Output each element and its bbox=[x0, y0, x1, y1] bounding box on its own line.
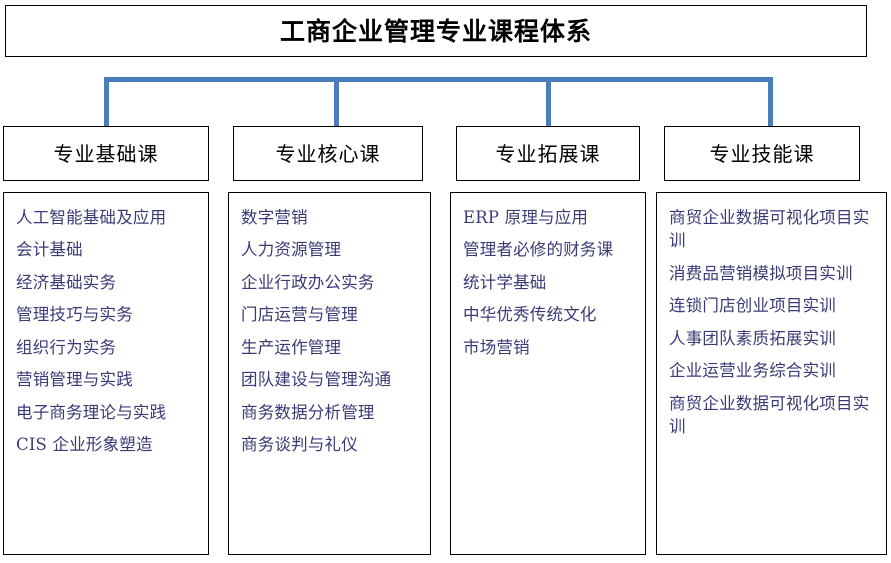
course-item: 商贸企业数据可视化项目实训 bbox=[669, 208, 870, 251]
course-list-4: 商贸企业数据可视化项目实训消费品营销模拟项目实训连锁门店创业项目实训人事团队素质… bbox=[656, 192, 887, 555]
course-item: 市场营销 bbox=[463, 337, 530, 357]
course-item: 商务谈判与礼仪 bbox=[241, 434, 358, 454]
connector-drop-3 bbox=[546, 77, 551, 127]
course-item: 消费品营销模拟项目实训 bbox=[669, 263, 853, 283]
course-list-3: ERP 原理与应用管理者必修的财务课统计学基础中华优秀传统文化市场营销 bbox=[450, 192, 646, 555]
category-header-1[interactable]: 专业基础课 bbox=[3, 126, 209, 181]
course-item: 中华优秀传统文化 bbox=[463, 305, 597, 325]
course-item: 商贸企业数据可视化项目实训 bbox=[669, 393, 870, 436]
course-item: CIS 企业形象塑造 bbox=[16, 434, 153, 454]
course-item: 电子商务理论与实践 bbox=[16, 402, 167, 422]
category-header-4[interactable]: 专业技能课 bbox=[664, 126, 860, 181]
connector-horizontal-spine bbox=[104, 77, 773, 82]
course-item: 人事团队素质拓展实训 bbox=[669, 328, 836, 348]
category-header-label: 专业技能课 bbox=[709, 141, 815, 166]
diagram-title: 工商企业管理专业课程体系 bbox=[279, 16, 592, 46]
connector-drop-1 bbox=[104, 77, 109, 127]
course-item: 生产运作管理 bbox=[241, 337, 342, 357]
course-item: 数字营销 bbox=[241, 208, 308, 227]
connector-drop-4 bbox=[768, 77, 773, 127]
course-item: 管理者必修的财务课 bbox=[463, 240, 614, 260]
course-item: 人力资源管理 bbox=[241, 240, 342, 260]
category-header-label: 专业核心课 bbox=[275, 141, 381, 166]
category-header-2[interactable]: 专业核心课 bbox=[233, 126, 423, 181]
course-item: ERP 原理与应用 bbox=[463, 208, 589, 227]
course-item: 连锁门店创业项目实训 bbox=[669, 296, 836, 316]
category-header-label: 专业基础课 bbox=[53, 141, 159, 166]
course-list-1: 人工智能基础及应用会计基础经济基础实务管理技巧与实务组织行为实务营销管理与实践电… bbox=[3, 192, 209, 555]
course-item: 商务数据分析管理 bbox=[241, 402, 375, 422]
connector-drop-2 bbox=[334, 77, 339, 127]
course-item: 组织行为实务 bbox=[16, 337, 117, 357]
course-item: 管理技巧与实务 bbox=[16, 305, 133, 325]
course-list-2: 数字营销人力资源管理企业行政办公实务门店运营与管理生产运作管理团队建设与管理沟通… bbox=[228, 192, 431, 555]
diagram-title-box: 工商企业管理专业课程体系 bbox=[5, 5, 867, 57]
category-header-3[interactable]: 专业拓展课 bbox=[456, 126, 640, 181]
course-item: 统计学基础 bbox=[463, 272, 547, 292]
course-item: 人工智能基础及应用 bbox=[16, 208, 167, 227]
course-item: 经济基础实务 bbox=[16, 272, 117, 292]
course-item: 团队建设与管理沟通 bbox=[241, 370, 392, 390]
course-item: 企业行政办公实务 bbox=[241, 272, 375, 292]
course-item: 会计基础 bbox=[16, 240, 83, 260]
category-header-label: 专业拓展课 bbox=[495, 141, 601, 166]
course-item: 门店运营与管理 bbox=[241, 305, 358, 325]
course-item: 营销管理与实践 bbox=[16, 370, 133, 390]
course-item: 企业运营业务综合实训 bbox=[669, 361, 836, 381]
